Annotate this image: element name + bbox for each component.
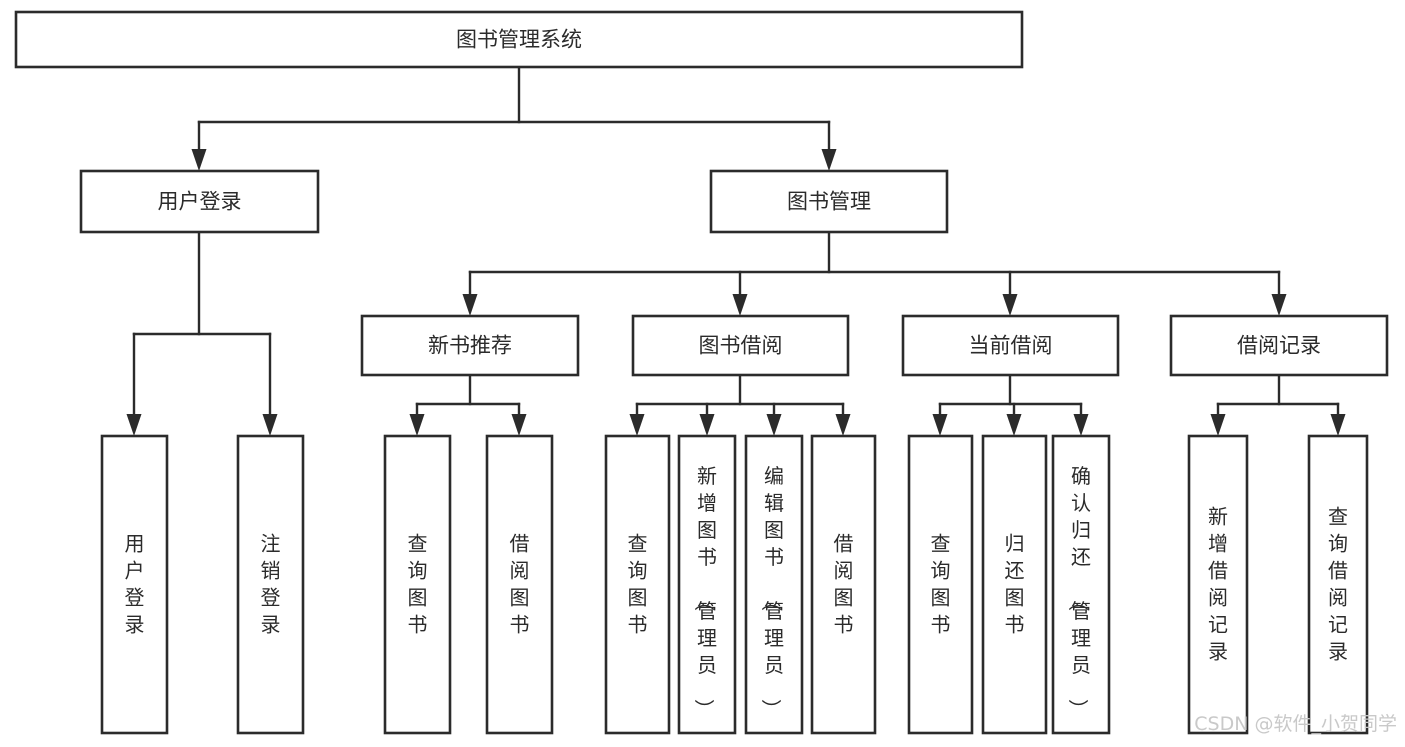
arrow-head-icon: [191, 149, 207, 171]
node-label: 查询图书: [408, 532, 428, 637]
node-label: 借阅记录: [1237, 334, 1321, 358]
node-box[interactable]: [360, 314, 580, 377]
node-current-borrow[interactable]: 当前借阅: [901, 314, 1120, 377]
arrow-head-icon: [1271, 294, 1287, 316]
node-label: 新增图书（管理员）: [692, 464, 717, 719]
arrow-head-icon: [732, 294, 748, 316]
node-label: 查询图书: [628, 532, 648, 637]
node-label: 图书管理: [787, 190, 871, 214]
node-box[interactable]: [100, 434, 169, 735]
node-box[interactable]: [810, 434, 877, 735]
node-box[interactable]: [1051, 434, 1111, 735]
node-box[interactable]: [677, 434, 737, 735]
arrow-head-icon: [1330, 414, 1346, 436]
node-leaf-query-book-rec[interactable]: 查询图书: [383, 434, 452, 735]
node-label: 图书借阅: [699, 334, 783, 358]
arrow-head-icon: [1073, 414, 1089, 436]
csdn-watermark: CSDN @软件_小贺同学: [1194, 713, 1397, 735]
node-label: 确认归还（管理员）: [1066, 464, 1091, 719]
node-label: 查询图书: [931, 532, 951, 637]
arrow-head-icon: [1006, 414, 1022, 436]
node-leaf-edit-book[interactable]: 编辑图书（管理员）: [744, 434, 804, 735]
arrow-head-icon: [821, 149, 837, 171]
node-box[interactable]: [485, 434, 554, 735]
node-leaf-query-book-b[interactable]: 查询图书: [604, 434, 671, 735]
node-user-login[interactable]: 用户登录: [79, 169, 320, 234]
node-box[interactable]: [901, 314, 1120, 377]
node-box[interactable]: [604, 434, 671, 735]
node-box[interactable]: [1169, 314, 1389, 377]
arrow-head-icon: [629, 414, 645, 436]
node-leaf-user-login[interactable]: 用户登录: [100, 434, 169, 735]
node-leaf-add-book[interactable]: 新增图书（管理员）: [677, 434, 737, 735]
connector-group-currentborrow-to-leaves: [932, 373, 1089, 436]
node-borrow-record[interactable]: 借阅记录: [1169, 314, 1389, 377]
arrow-head-icon: [126, 414, 142, 436]
node-leaf-return-book[interactable]: 归还图书: [981, 434, 1048, 735]
connector-group-bookborrow-to-leaves: [629, 373, 851, 436]
node-box[interactable]: [1307, 434, 1369, 735]
arrow-head-icon: [932, 414, 948, 436]
node-leaf-logout[interactable]: 注销登录: [236, 434, 305, 735]
node-box[interactable]: [744, 434, 804, 735]
node-label: 新增借阅记录: [1208, 505, 1228, 664]
arrow-head-icon: [511, 414, 527, 436]
nodes-layer: 图书管理系统用户登录图书管理新书推荐图书借阅当前借阅借阅记录用户登录注销登录查询…: [14, 10, 1389, 735]
node-box[interactable]: [14, 10, 1024, 69]
node-root[interactable]: 图书管理系统: [14, 10, 1024, 69]
node-label: 借阅图书: [510, 532, 530, 637]
node-leaf-borrow-book-b[interactable]: 借阅图书: [810, 434, 877, 735]
node-leaf-query-book-c[interactable]: 查询图书: [907, 434, 974, 735]
connector-group-bookmanage-to-level3: [462, 230, 1287, 316]
node-label: 新书推荐: [428, 334, 512, 358]
node-label: 归还图书: [1005, 532, 1025, 637]
connector-group-borrowrecord-to-leaves: [1210, 373, 1346, 436]
node-leaf-borrow-book-rec[interactable]: 借阅图书: [485, 434, 554, 735]
arrow-head-icon: [699, 414, 715, 436]
arrow-head-icon: [835, 414, 851, 436]
node-leaf-query-record[interactable]: 查询借阅记录: [1307, 434, 1369, 735]
node-box[interactable]: [981, 434, 1048, 735]
node-box[interactable]: [1187, 434, 1249, 735]
arrow-head-icon: [462, 294, 478, 316]
connector-group-root-to-level2: [191, 65, 837, 171]
node-box[interactable]: [709, 169, 949, 234]
node-label: 当前借阅: [969, 334, 1053, 358]
node-label: 编辑图书（管理员）: [759, 464, 784, 719]
node-leaf-confirm-return[interactable]: 确认归还（管理员）: [1051, 434, 1111, 735]
node-label: 图书管理系统: [456, 28, 582, 52]
node-new-book-rec[interactable]: 新书推荐: [360, 314, 580, 377]
arrow-head-icon: [1002, 294, 1018, 316]
node-book-borrow[interactable]: 图书借阅: [631, 314, 850, 377]
node-label: 查询借阅记录: [1328, 505, 1348, 664]
node-box[interactable]: [907, 434, 974, 735]
node-leaf-add-record[interactable]: 新增借阅记录: [1187, 434, 1249, 735]
node-label: 用户登录: [158, 190, 242, 214]
connector-group-userlogin-to-leaves: [126, 230, 278, 436]
node-label: 用户登录: [125, 532, 145, 637]
arrow-head-icon: [1210, 414, 1226, 436]
arrow-head-icon: [262, 414, 278, 436]
arrow-head-icon: [409, 414, 425, 436]
arrow-head-icon: [766, 414, 782, 436]
node-book-manage[interactable]: 图书管理: [709, 169, 949, 234]
node-box[interactable]: [79, 169, 320, 234]
node-box[interactable]: [236, 434, 305, 735]
connector-group-newbook-to-leaves: [409, 373, 527, 436]
node-label: 借阅图书: [834, 532, 854, 637]
connectors-layer: [126, 65, 1346, 436]
node-box[interactable]: [631, 314, 850, 377]
node-label: 注销登录: [261, 532, 281, 637]
node-box[interactable]: [383, 434, 452, 735]
